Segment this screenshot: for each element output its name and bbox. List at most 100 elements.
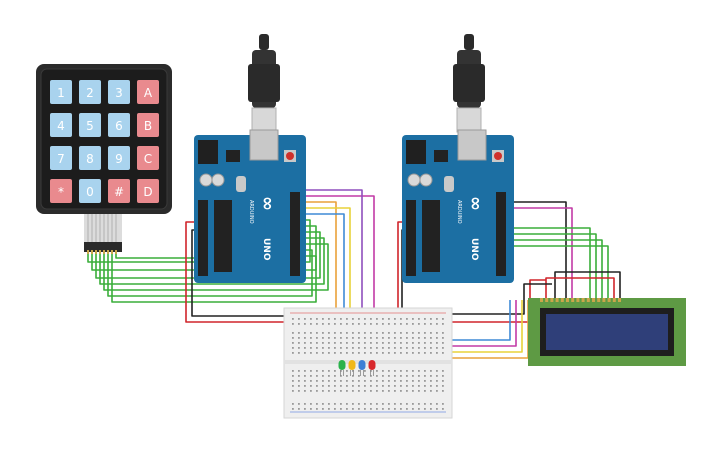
wire-keypad-3[interactable] [95, 231, 321, 279]
keypad-key-face[interactable] [50, 80, 72, 104]
keypad-key[interactable]: 4 [50, 113, 72, 137]
keypad-key-face[interactable] [79, 179, 101, 203]
wire-lcd-6[interactable] [505, 245, 609, 298]
keypad-key-label: 5 [86, 119, 94, 133]
header-top-left [290, 192, 300, 276]
led-green[interactable] [338, 360, 346, 376]
header-bottom-left [198, 200, 208, 276]
led-body [368, 360, 376, 370]
wire-lcd-7[interactable] [554, 271, 621, 298]
keypad-key-face[interactable] [137, 179, 159, 203]
led-body [338, 360, 346, 370]
wire-lcd-4[interactable] [505, 233, 597, 298]
keypad-key[interactable]: 9 [108, 146, 130, 170]
keypad-key-face[interactable] [108, 146, 130, 170]
keypad-key-label: A [144, 86, 153, 100]
keypad-key-face[interactable] [108, 80, 130, 104]
wire-led-1[interactable] [300, 201, 337, 330]
keypad-key[interactable]: 6 [108, 113, 130, 137]
keypad-key-label: 3 [115, 86, 123, 100]
crystal-right [444, 176, 454, 192]
arduino-model-left: UNO [261, 238, 271, 261]
led-group[interactable] [338, 360, 376, 376]
arduino-brand-right: ARDUINO [456, 200, 462, 224]
lcd-16x2[interactable] [528, 298, 686, 366]
keypad-key-label: D [143, 185, 152, 199]
usb-connector-left [251, 107, 277, 133]
keypad-key-face[interactable] [137, 146, 159, 170]
led-red[interactable] [368, 360, 376, 376]
wire-lcd-2[interactable] [505, 207, 573, 298]
reset-button-cap-right[interactable] [494, 152, 502, 160]
wire-lcd-5[interactable] [505, 239, 603, 298]
usb-port-left [249, 129, 279, 161]
keypad-key[interactable]: B [137, 113, 159, 137]
led-blue[interactable] [358, 360, 366, 376]
arduino-uno-right[interactable]: ∞ UNO ARDUINO [402, 34, 514, 283]
reset-button-cap-left[interactable] [286, 152, 294, 160]
wire-keypad-5[interactable] [103, 243, 329, 291]
keypad-key[interactable]: 8 [79, 146, 101, 170]
keypad-key-face[interactable] [50, 113, 72, 137]
keypad-key-face[interactable] [50, 179, 72, 203]
wire-lcd-3[interactable] [505, 227, 591, 298]
keypad-key-face[interactable] [79, 113, 101, 137]
keypad-key[interactable]: # [108, 179, 130, 203]
keypad-key[interactable]: A [137, 80, 159, 104]
keypad-key-face[interactable] [137, 113, 159, 137]
usb-cable-grip-right [453, 64, 485, 102]
keypad-key[interactable]: 7 [50, 146, 72, 170]
keypad-key[interactable]: D [137, 179, 159, 203]
keypad-key[interactable]: C [137, 146, 159, 170]
capacitor-left-1 [199, 173, 213, 187]
keypad-key-face[interactable] [79, 80, 101, 104]
keypad-key[interactable]: 2 [79, 80, 101, 104]
keypad-header-pin-tips [87, 250, 117, 254]
wire-bus-black[interactable] [452, 283, 552, 315]
power-jack-left [198, 140, 218, 164]
keypad-header-pins [84, 242, 122, 252]
keypad-key[interactable]: 1 [50, 80, 72, 104]
wire-lcd-1[interactable] [505, 201, 567, 298]
usb-plug-tip-left [259, 34, 269, 50]
wire-led-5[interactable] [300, 189, 363, 330]
keypad-key-label: B [144, 119, 152, 133]
arduino-uno-left[interactable]: ∞ UNO ARDUINO [194, 34, 306, 283]
wire-keypad-4[interactable] [99, 237, 325, 285]
keypad-key[interactable]: 3 [108, 80, 130, 104]
wire-keypad-1[interactable] [87, 219, 311, 263]
power-jack-right [406, 140, 426, 164]
voltage-regulator-left [226, 150, 240, 162]
keypad-key-label: 8 [86, 152, 94, 166]
arduino-model-right: UNO [469, 238, 479, 261]
wire-keypad-7[interactable] [111, 250, 317, 303]
wire-left-5v[interactable] [185, 221, 288, 323]
arduino-logo-left: ∞ [257, 196, 278, 211]
keypad-key-face[interactable] [108, 113, 130, 137]
led-body [348, 360, 356, 370]
keypad-inner [40, 68, 168, 210]
keypad-key[interactable]: 0 [79, 179, 101, 203]
atmega-chip-left [214, 200, 232, 272]
keypad-key[interactable]: * [50, 179, 72, 203]
breadboard[interactable] [283, 307, 453, 419]
keypad-key-face[interactable] [137, 80, 159, 104]
led-yellow[interactable] [348, 360, 356, 376]
wire-lcd-8[interactable] [545, 277, 615, 298]
keypad-key-label: 6 [115, 119, 123, 133]
keypad-key-label: 0 [86, 185, 94, 199]
keypad-key-face[interactable] [108, 179, 130, 203]
wire-keypad-6[interactable] [107, 249, 313, 297]
arduino-brand-left: ARDUINO [248, 200, 254, 224]
wire-led-3[interactable] [300, 195, 375, 330]
keypad-key-face[interactable] [50, 146, 72, 170]
keypad-key[interactable]: 5 [79, 113, 101, 137]
wire-led-4[interactable] [300, 213, 345, 330]
capacitor-left-2 [211, 173, 225, 187]
wire-led-2[interactable] [300, 207, 351, 330]
keypad-key-face[interactable] [79, 146, 101, 170]
keypad-key-label: 9 [115, 152, 123, 166]
